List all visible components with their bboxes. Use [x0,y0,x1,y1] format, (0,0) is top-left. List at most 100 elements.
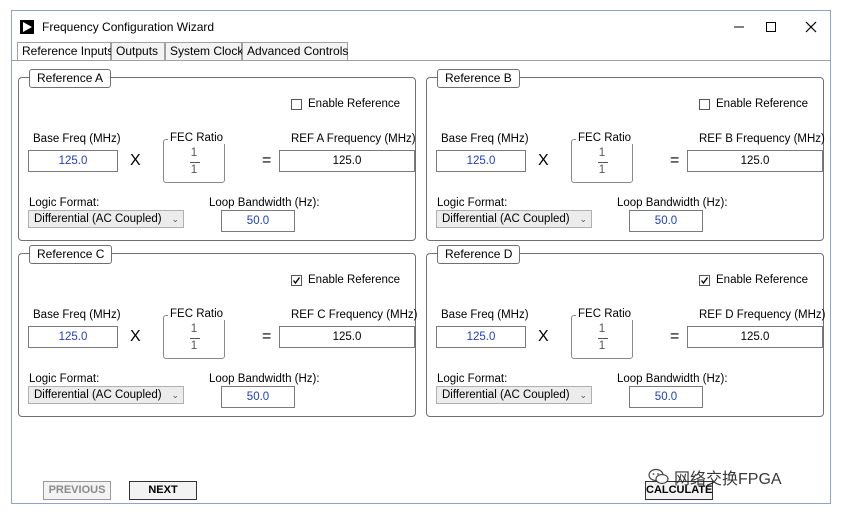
fec-denominator: 1 [598,164,606,176]
fec-ratio-box: FEC Ratio 1 1 [163,132,226,183]
ref-frequency-field: 125.0 [279,150,415,172]
enable-reference-checkbox[interactable]: Enable Reference [699,274,808,286]
equals-sign: = [262,152,272,169]
close-button[interactable] [792,15,830,39]
multiply-sign: X [538,328,549,345]
enable-reference-checkbox[interactable]: Enable Reference [291,98,400,110]
multiply-sign: X [130,328,141,345]
fraction-line [598,162,608,163]
previous-button[interactable]: PREVIOUS [43,481,111,500]
chevron-down-icon: ⌄ [579,390,587,400]
loop-bandwidth-label: Loop Bandwidth (Hz): [617,197,728,209]
fec-ratio-label: FEC Ratio [168,132,226,144]
enable-reference-label: Enable Reference [308,98,401,110]
equals-sign: = [670,152,680,169]
next-button[interactable]: NEXT [129,481,197,500]
tab-reference-inputs[interactable]: Reference Inputs [17,42,113,61]
base-freq-input[interactable]: 125.0 [436,150,526,172]
fec-numerator: 1 [598,323,606,335]
checkbox-checked-icon [291,274,302,286]
calculate-button[interactable]: CALCULATE [645,481,713,500]
ref-frequency-field: 125.0 [687,150,823,172]
ref-frequency-field: 125.0 [687,326,823,348]
group-title: Reference A [29,69,112,88]
reference-b-group: Reference B Enable Reference Base Freq (… [426,69,825,241]
base-freq-input[interactable]: 125.0 [436,326,526,348]
close-icon [805,21,817,33]
fec-numerator: 1 [190,147,198,159]
ref-frequency-label: REF C Frequency (MHz) [291,309,418,321]
ref-frequency-label: REF B Frequency (MHz) [699,133,825,145]
logic-format-select[interactable]: Differential (AC Coupled) ⌄ [28,386,184,404]
loop-bandwidth-input[interactable]: 50.0 [629,386,703,408]
chevron-down-icon: ⌄ [171,390,179,400]
fec-ratio-box: FEC Ratio 1 1 [571,132,634,183]
group-title: Reference B [437,69,520,88]
reference-d-group: Reference D Enable Reference Base Freq (… [426,245,826,417]
base-freq-label: Base Freq (MHz) [33,309,121,321]
loop-bandwidth-input[interactable]: 50.0 [629,210,703,232]
loop-bandwidth-label: Loop Bandwidth (Hz): [617,373,728,385]
loop-bandwidth-input[interactable]: 50.0 [221,386,295,408]
fec-ratio-label: FEC Ratio [168,308,226,320]
tab-content: Reference A Enable Reference Base Freq (… [12,60,830,473]
loop-bandwidth-input[interactable]: 50.0 [221,210,295,232]
wizard-window: Frequency Configuration Wizard Reference… [11,10,831,504]
fec-numerator: 1 [598,147,606,159]
base-freq-label: Base Freq (MHz) [441,133,529,145]
logic-format-value: Differential (AC Coupled) [442,389,570,401]
logic-format-value: Differential (AC Coupled) [442,213,570,225]
ref-frequency-label: REF D Frequency (MHz) [699,309,826,321]
checkbox-checked-icon [699,274,710,286]
fec-denominator: 1 [598,340,606,352]
group-title: Reference C [29,245,113,264]
fec-denominator: 1 [190,340,198,352]
logic-format-select[interactable]: Differential (AC Coupled) ⌄ [28,210,184,228]
checkbox-unchecked-icon [291,98,302,110]
play-triangle-icon [20,20,34,34]
logic-format-select[interactable]: Differential (AC Coupled) ⌄ [436,210,592,228]
fraction-line [190,338,200,339]
logic-format-select[interactable]: Differential (AC Coupled) ⌄ [436,386,592,404]
logic-format-label: Logic Format: [29,373,100,385]
base-freq-label: Base Freq (MHz) [33,133,121,145]
title-bar: Frequency Configuration Wizard [12,11,830,43]
base-freq-input[interactable]: 125.0 [28,150,118,172]
reference-c-group: Reference C Enable Reference Base Freq (… [18,245,418,417]
fec-denominator: 1 [190,164,198,176]
tab-outputs[interactable]: Outputs [111,42,165,60]
equals-sign: = [670,328,680,345]
chevron-down-icon: ⌄ [171,214,179,224]
loop-bandwidth-label: Loop Bandwidth (Hz): [209,197,320,209]
group-title: Reference D [437,245,521,264]
logic-format-label: Logic Format: [437,373,508,385]
chevron-down-icon: ⌄ [579,214,587,224]
fec-ratio-box: FEC Ratio 1 1 [571,308,634,359]
minimize-icon [734,26,744,28]
maximize-button[interactable] [752,15,790,39]
logic-format-value: Differential (AC Coupled) [34,213,162,225]
fec-numerator: 1 [190,323,198,335]
tab-advanced-controls[interactable]: Advanced Controls [242,42,348,60]
minimize-button[interactable] [720,15,758,39]
tab-system-clock[interactable]: System Clock [165,42,243,60]
fraction-line [598,338,608,339]
watermark-text: 网络交换FPGA [674,471,782,488]
wechat-icon [648,468,669,485]
reference-a-group: Reference A Enable Reference Base Freq (… [18,69,416,241]
enable-reference-label: Enable Reference [308,274,401,286]
loop-bandwidth-label: Loop Bandwidth (Hz): [209,373,320,385]
base-freq-input[interactable]: 125.0 [28,326,118,348]
window-title: Frequency Configuration Wizard [42,20,215,34]
multiply-sign: X [538,152,549,169]
enable-reference-checkbox[interactable]: Enable Reference [291,274,400,286]
checkbox-unchecked-icon [699,98,710,110]
maximize-icon [766,22,776,32]
logic-format-label: Logic Format: [437,197,508,209]
base-freq-label: Base Freq (MHz) [441,309,529,321]
enable-reference-label: Enable Reference [716,98,809,110]
enable-reference-checkbox[interactable]: Enable Reference [699,98,808,110]
logic-format-label: Logic Format: [29,197,100,209]
fec-ratio-box: FEC Ratio 1 1 [163,308,226,359]
logic-format-value: Differential (AC Coupled) [34,389,162,401]
